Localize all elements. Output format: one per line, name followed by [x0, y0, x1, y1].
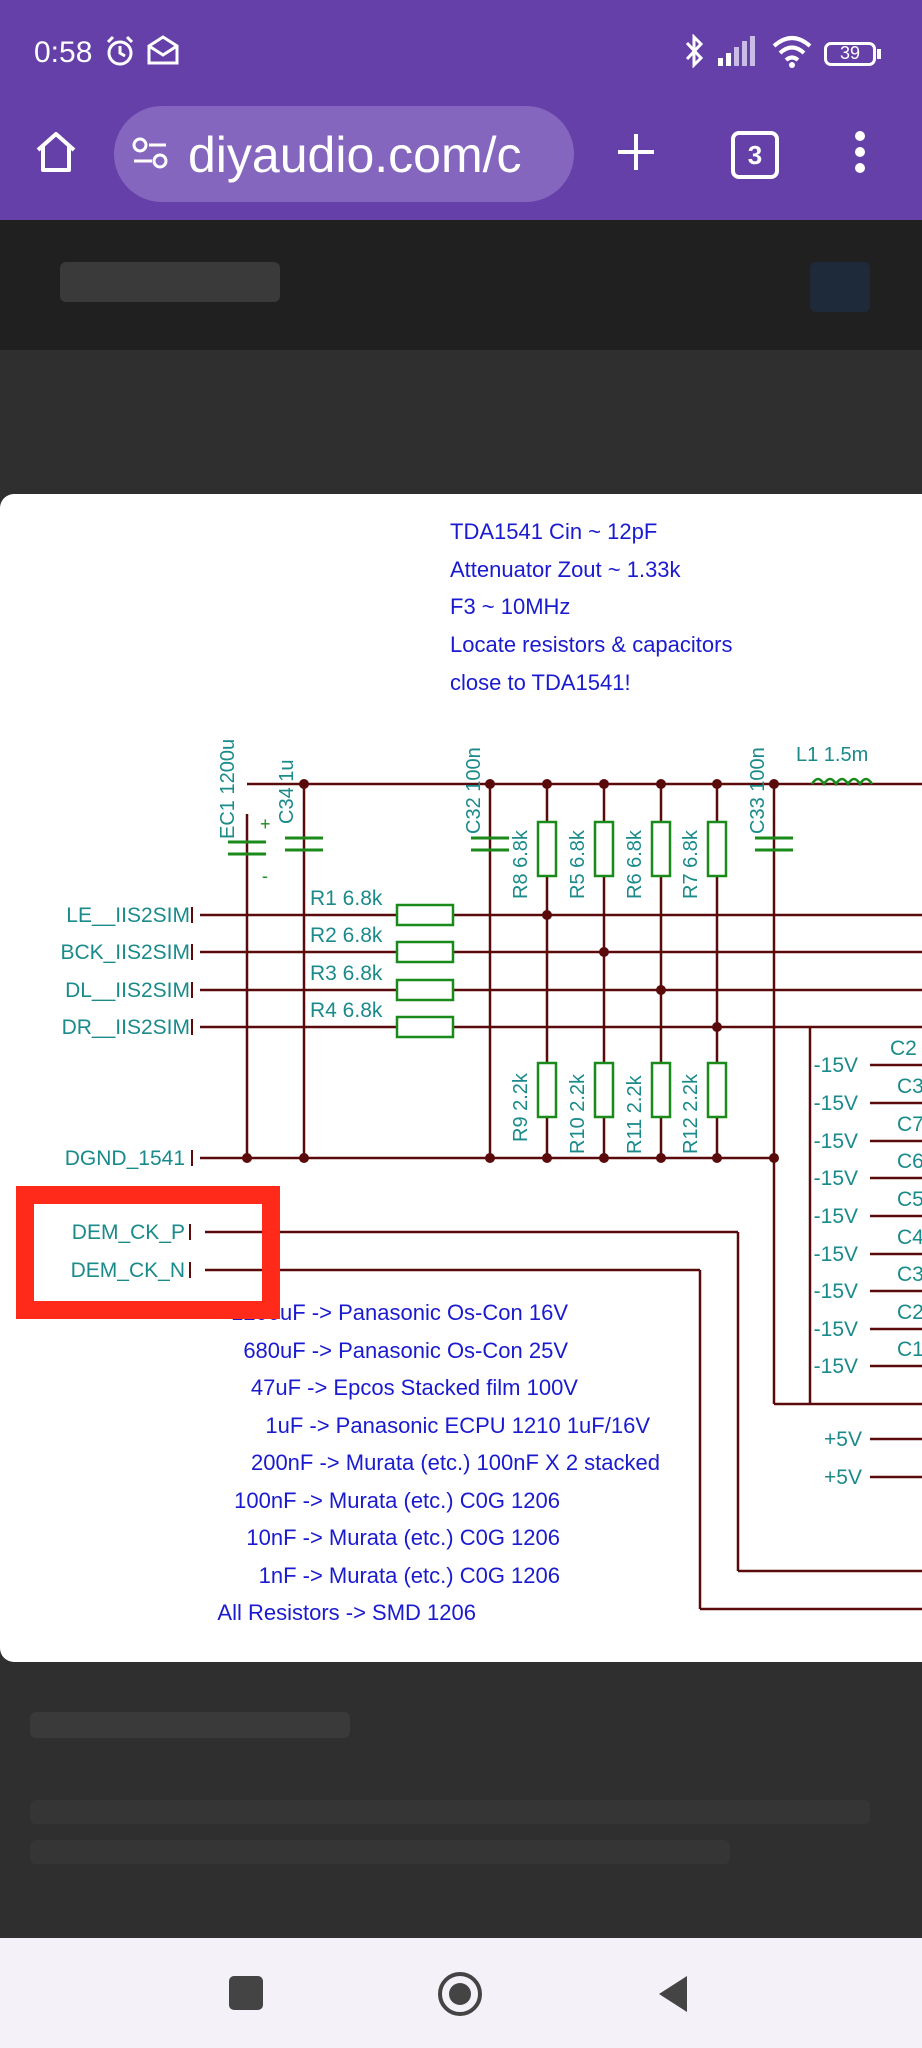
back-nav-icon[interactable] — [655, 1974, 691, 2014]
label-r7: R7 6.8k — [680, 829, 702, 899]
junctions — [242, 779, 779, 1163]
bom-line-2: 680uF -> Panasonic Os-Con 25V — [243, 1338, 568, 1363]
label-r10: R10 2.2k — [567, 1073, 589, 1154]
bom-line-4: 1uF -> Panasonic ECPU 1210 1uF/16V — [265, 1413, 650, 1438]
bom-line-1: 1200uF -> Panasonic Os-Con 16V — [231, 1300, 568, 1325]
supply-cap-2: C3 — [897, 1075, 922, 1098]
bom-line-7: 10nF -> Murata (etc.) C0G 1206 — [246, 1525, 560, 1550]
supply-cap-5: C5 — [897, 1188, 922, 1211]
resistor-r3 — [395, 978, 455, 1002]
label-c33: C33 100n — [747, 747, 769, 834]
supply-minus-4: -15V — [814, 1167, 858, 1190]
supply-minus-7: -15V — [814, 1280, 858, 1303]
supply-minus-2: -15V — [814, 1092, 858, 1115]
label-r9: R9 2.2k — [510, 1072, 532, 1142]
supply-cap-9: C1 — [897, 1338, 922, 1361]
supply-minus-8: -15V — [814, 1318, 858, 1341]
resistor-r4 — [395, 1015, 455, 1039]
supply-minus-3: -15V — [814, 1130, 858, 1153]
highlight-box — [16, 1186, 280, 1319]
net-label-bck: BCK_IIS2SIM — [60, 941, 190, 964]
supply-cap-6: C4 — [897, 1226, 922, 1249]
site-avatar-dimmed — [810, 262, 870, 312]
post-text-dimmed-3 — [30, 1840, 730, 1864]
net-label-dem-ck-n: DEM_CK_N — [71, 1259, 185, 1282]
tab-switcher-button[interactable]: 3 — [731, 131, 779, 179]
supply-minus-6: -15V — [814, 1243, 858, 1266]
label-r8: R8 6.8k — [510, 829, 532, 899]
supply-minus-1: -15V — [814, 1054, 858, 1077]
bom-line-9: All Resistors -> SMD 1206 — [217, 1600, 476, 1625]
note-4: Locate resistors & capacitors — [450, 632, 732, 657]
home-icon[interactable] — [32, 128, 80, 176]
label-l1: L1 1.5m — [796, 744, 868, 766]
label-r5: R5 6.8k — [567, 829, 589, 899]
system-nav-bar — [0, 1938, 922, 2048]
net-label-le: LE__IIS2SIM — [66, 904, 190, 927]
supply-cap-1: C2 — [890, 1037, 917, 1060]
supply-cap-3: C7 — [897, 1113, 922, 1136]
label-r2: R2 6.8k — [310, 924, 383, 947]
bluetooth-icon — [685, 34, 704, 68]
wifi-icon — [772, 36, 812, 68]
supply-minus-5: -15V — [814, 1205, 858, 1228]
post-text-dimmed — [30, 1712, 350, 1738]
site-logo-dimmed — [60, 262, 280, 302]
label-r4: R4 6.8k — [310, 999, 383, 1022]
note-3: F3 ~ 10MHz — [450, 594, 570, 619]
supply-cap-7: C3 — [897, 1263, 922, 1286]
label-r11: R11 2.2k — [624, 1074, 646, 1154]
note-5: close to TDA1541! — [450, 670, 631, 695]
status-time: 0:58 — [34, 36, 93, 69]
post-text-dimmed-2 — [30, 1800, 870, 1824]
label-r1: R1 6.8k — [310, 887, 383, 910]
bom-line-8: 1nF -> Murata (etc.) C0G 1206 — [259, 1563, 560, 1588]
label-r3: R3 6.8k — [310, 962, 383, 985]
schematic-drawing: TDA1541 Cin ~ 12pF Attenuator Zout ~ 1.3… — [60, 519, 922, 1625]
supply-plus-2: +5V — [824, 1466, 862, 1489]
label-c34: C34 1u — [276, 760, 298, 825]
label-r12: R12 2.2k — [680, 1073, 702, 1154]
battery-icon: 39 — [824, 42, 876, 66]
net-label-dr: DR__IIS2SIM — [62, 1016, 190, 1039]
mail-notification-icon — [147, 35, 179, 65]
bom-line-5: 200nF -> Murata (etc.) 100nF X 2 stacked — [251, 1450, 660, 1475]
site-settings-icon[interactable] — [130, 135, 170, 171]
recents-button[interactable] — [229, 1976, 263, 2010]
resistor-r2 — [395, 940, 455, 964]
supply-cap-4: C6 — [897, 1150, 922, 1173]
net-label-dl: DL__IIS2SIM — [65, 979, 190, 1002]
supply-cap-8: C2 — [897, 1301, 922, 1324]
status-bar: 0:58 39 — [0, 0, 922, 110]
url-text[interactable]: diyaudio.com/c — [188, 127, 522, 183]
battery-level: 39 — [839, 43, 861, 63]
label-c32: C32 100n — [463, 747, 485, 834]
bom-line-3: 47uF -> Epcos Stacked film 100V — [251, 1375, 578, 1400]
schematic-image[interactable]: TDA1541 Cin ~ 12pF Attenuator Zout ~ 1.3… — [0, 494, 922, 1662]
address-bar[interactable] — [114, 106, 574, 202]
svg-text:-: - — [262, 866, 268, 886]
more-menu-icon[interactable] — [850, 128, 870, 176]
resistor-r1 — [395, 903, 455, 927]
label-ec1: EC1 1200u — [217, 739, 239, 839]
svg-text:+: + — [260, 814, 271, 834]
new-tab-icon[interactable] — [614, 130, 658, 174]
alarm-icon — [106, 35, 134, 66]
bom-line-6: 100nF -> Murata (etc.) C0G 1206 — [234, 1488, 560, 1513]
supply-plus-1: +5V — [824, 1428, 862, 1451]
wires — [200, 782, 922, 1611]
home-nav-icon[interactable] — [436, 1970, 484, 2018]
note-2: Attenuator Zout ~ 1.33k — [450, 557, 682, 582]
signal-icon — [718, 36, 755, 66]
net-label-dgnd: DGND_1541 — [65, 1147, 185, 1170]
label-r6: R6 6.8k — [624, 829, 646, 899]
note-1: TDA1541 Cin ~ 12pF — [450, 519, 657, 544]
net-label-dem-ck-p: DEM_CK_P — [72, 1221, 185, 1244]
supply-minus-9: -15V — [814, 1355, 858, 1378]
